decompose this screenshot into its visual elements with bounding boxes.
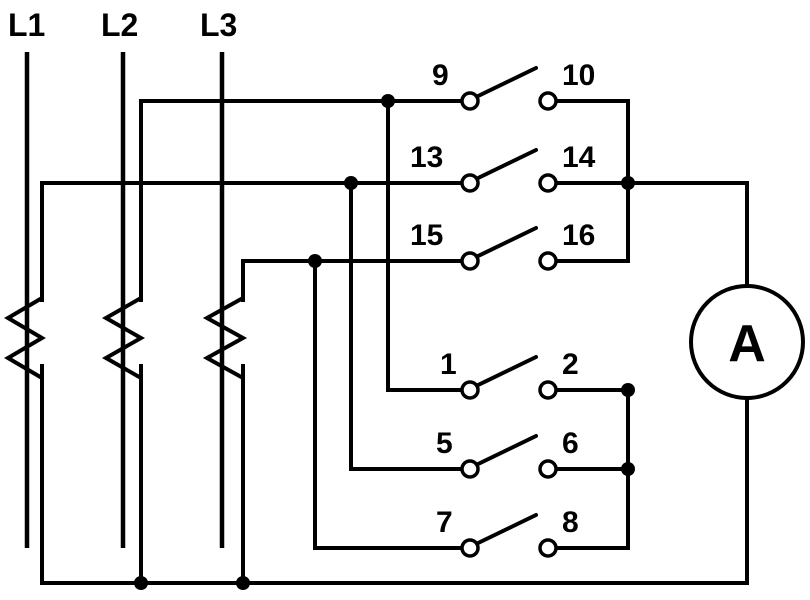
ct-coil-l1 (4, 296, 46, 380)
switch-blade-9-10 (472, 66, 538, 100)
terminal-label-7: 7 (436, 506, 453, 539)
terminal-label-6: 6 (562, 427, 579, 460)
ammeter-symbol: A (728, 315, 766, 373)
line-label-l2: L2 (101, 7, 138, 43)
switch-blade-5-6 (472, 434, 538, 468)
line-label-l3: L3 (200, 7, 237, 43)
junction-dot-return-l2 (134, 576, 148, 590)
junction-dot-upper-bus (621, 176, 635, 190)
terminal-2 (538, 380, 558, 400)
terminal-10 (538, 91, 558, 111)
ct-l2-secondary-wire (139, 99, 472, 302)
terminal-label-2: 2 (562, 348, 579, 381)
terminal-label-5: 5 (436, 427, 453, 460)
terminal-label-16: 16 (562, 219, 595, 252)
ct-coil-l2 (101, 296, 146, 380)
terminal-15 (460, 251, 480, 271)
terminal-13 (460, 173, 480, 193)
terminal-label-9: 9 (432, 59, 449, 92)
terminal-label-1: 1 (440, 348, 457, 381)
terminal-label-10: 10 (562, 59, 595, 92)
terminal-8 (538, 538, 558, 558)
terminal-9 (460, 91, 480, 111)
junction-dot-return-l3 (236, 576, 250, 590)
terminal-label-14: 14 (562, 141, 596, 174)
ct-l1-secondary-wire (40, 181, 472, 302)
junction-dot-lower-bus-6 (621, 462, 635, 476)
switch-blade-7-8 (472, 513, 538, 547)
terminal-6 (538, 459, 558, 479)
terminal-16 (538, 251, 558, 271)
branch-wire-13-to-5 (349, 181, 472, 471)
line-label-l1: L1 (8, 7, 45, 43)
terminal-1 (460, 380, 480, 400)
ammeter-feed-wire (626, 181, 749, 585)
terminal-5 (460, 459, 480, 479)
junction-dot-lower-bus-2 (621, 383, 635, 397)
junction-dot-15-branch (308, 254, 322, 268)
ct-l3-secondary-wire (241, 259, 472, 302)
branch-wire-9-to-1 (386, 99, 472, 392)
terminal-7 (460, 538, 480, 558)
terminal-label-13: 13 (410, 141, 443, 174)
branch-wire-15-to-7 (313, 259, 472, 550)
ct-coil-l3 (202, 296, 248, 380)
switch-blade-1-2 (472, 355, 538, 389)
ct-l1-return-wire (40, 364, 749, 585)
junction-dot-13-branch (344, 176, 358, 190)
switch-blade-13-14 (472, 148, 538, 182)
terminal-label-8: 8 (562, 506, 579, 539)
junction-dot-9-branch (381, 94, 395, 108)
ammeter-circle (689, 284, 805, 400)
terminal-label-15: 15 (410, 219, 443, 252)
switch-blade-15-16 (472, 226, 538, 260)
terminal-14 (538, 173, 558, 193)
